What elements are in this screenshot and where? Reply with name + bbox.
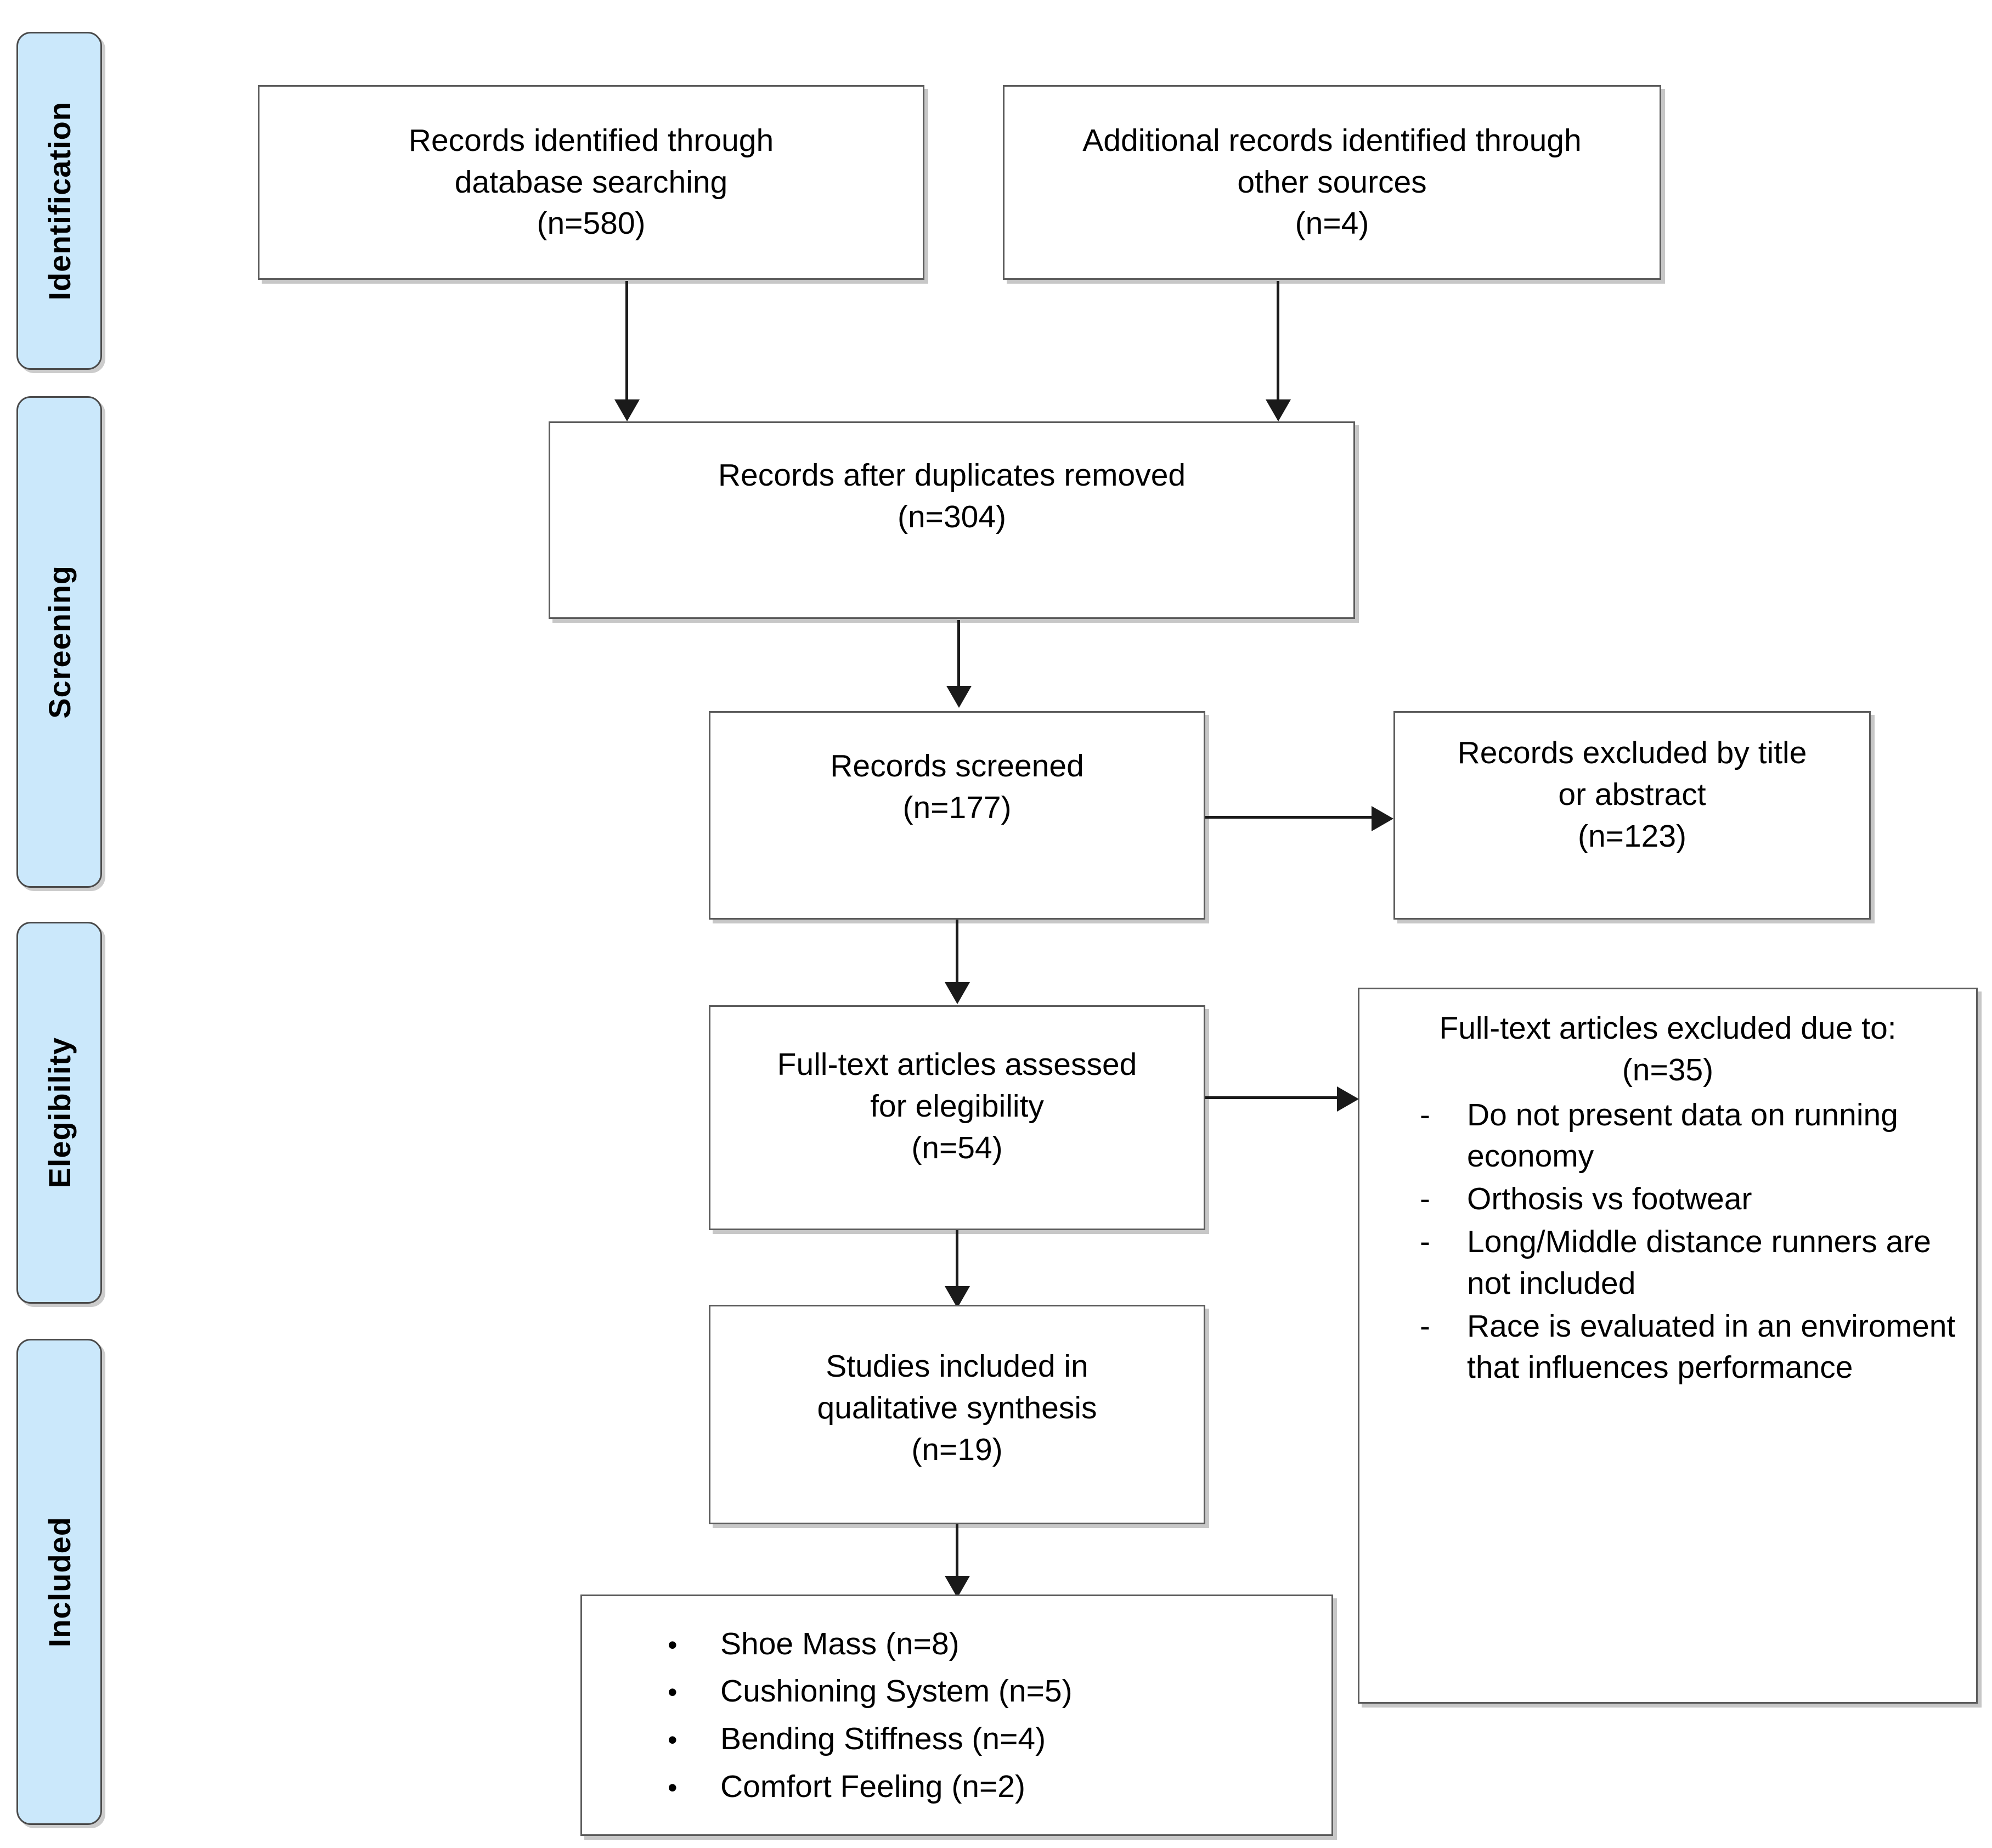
box-line: Studies included in xyxy=(826,1349,1088,1384)
box-line: (n=4) xyxy=(1295,206,1369,241)
stage-pill-included: Included xyxy=(16,1339,102,1825)
box-line: database searching xyxy=(454,164,728,200)
exclusion-reason-item: - Race is evaluated in an enviroment tha… xyxy=(1367,1306,1968,1389)
box-line: (n=580) xyxy=(537,206,646,241)
box-line: Records screened xyxy=(830,748,1084,784)
arrowhead-db-to-duplicates xyxy=(614,399,640,421)
bullet-dot-icon: • xyxy=(668,1772,678,1803)
dash-bullet-icon: - xyxy=(1420,1224,1430,1259)
box-records-screened: Records screened (n=177) xyxy=(709,711,1205,920)
dash-bullet-icon: - xyxy=(1420,1308,1430,1344)
stage-pill-elegibility: Elegibility xyxy=(16,922,102,1304)
box-line: (n=19) xyxy=(911,1432,1003,1467)
box-records-identified-database: Records identified through database sear… xyxy=(258,85,924,280)
connector-duplicates-to-screened xyxy=(957,620,960,689)
box-line: Records after duplicates removed xyxy=(718,458,1186,493)
exclusion-reason-text: Race is evaluated in an enviroment that … xyxy=(1467,1308,1956,1385)
bullet-dot-icon: • xyxy=(668,1629,678,1660)
included-topic-item: • Comfort Feeling (n=2) xyxy=(668,1763,1317,1811)
included-topic-item: • Cushioning System (n=5) xyxy=(668,1667,1317,1715)
box-line: qualitative synthesis xyxy=(817,1390,1097,1426)
box-line: Records identified through xyxy=(408,122,774,158)
stage-label-included: Included xyxy=(42,1516,77,1648)
connector-fulltext-to-synthesis xyxy=(956,1230,958,1289)
exclusion-reason-text: Do not present data on running economy xyxy=(1467,1097,1898,1174)
included-topic-item: • Bending Stiffness (n=4) xyxy=(668,1715,1317,1763)
box-studies-qualitative-synthesis: Studies included in qualitative synthesi… xyxy=(709,1305,1205,1524)
box-line: Records excluded by title xyxy=(1457,735,1807,770)
connector-db-to-duplicates xyxy=(625,281,628,403)
included-topic-text: Bending Stiffness (n=4) xyxy=(720,1721,1046,1756)
connector-screened-to-fulltext xyxy=(956,920,958,985)
stage-label-screening: Screening xyxy=(42,565,77,719)
box-additional-records-other-sources: Additional records identified through ot… xyxy=(1003,85,1661,280)
box-line: Full-text articles assessed xyxy=(777,1047,1137,1082)
included-topic-text: Shoe Mass (n=8) xyxy=(720,1626,960,1661)
arrowhead-fulltext-to-excluded xyxy=(1337,1086,1359,1112)
box-line: or abstract xyxy=(1558,776,1706,812)
box-line: (n=304) xyxy=(897,499,1007,534)
stage-label-elegibility: Elegibility xyxy=(42,1037,77,1188)
connector-fulltext-to-excluded xyxy=(1205,1096,1342,1099)
connector-synthesis-to-topics xyxy=(956,1524,958,1579)
included-topic-text: Cushioning System (n=5) xyxy=(720,1674,1073,1709)
bullet-dot-icon: • xyxy=(668,1677,678,1708)
arrowhead-screened-to-fulltext xyxy=(945,982,970,1004)
included-topic-list: • Shoe Mass (n=8) • Cushioning System (n… xyxy=(596,1620,1317,1811)
exclusion-reason-item: - Do not present data on running economy xyxy=(1367,1095,1968,1178)
stage-pill-identification: Identification xyxy=(16,32,102,370)
box-line: (n=177) xyxy=(902,790,1012,825)
stage-label-identification: Identification xyxy=(42,101,77,301)
exclusion-reason-text: Long/Middle distance runners are not inc… xyxy=(1467,1224,1932,1301)
dash-bullet-icon: - xyxy=(1420,1097,1430,1133)
arrowhead-screened-to-excluded xyxy=(1372,806,1393,831)
arrowhead-synthesis-to-topics xyxy=(945,1576,970,1598)
arrowhead-duplicates-to-screened xyxy=(946,686,972,708)
box-records-after-duplicates-removed: Records after duplicates removed (n=304) xyxy=(549,421,1355,619)
exclusion-reason-list: - Do not present data on running economy… xyxy=(1367,1095,1968,1390)
exclusion-reason-text: Orthosis vs footwear xyxy=(1467,1181,1752,1217)
box-line: (n=35) xyxy=(1622,1052,1714,1088)
exclusion-reason-item: - Orthosis vs footwear xyxy=(1367,1179,1968,1220)
exclusion-reason-item: - Long/Middle distance runners are not i… xyxy=(1367,1221,1968,1305)
included-topic-text: Comfort Feeling (n=2) xyxy=(720,1768,1025,1804)
box-fulltext-assessed-elegibility: Full-text articles assessed for elegibil… xyxy=(709,1005,1205,1230)
arrowhead-fulltext-to-synthesis xyxy=(945,1286,970,1308)
box-line: Full-text articles excluded due to: xyxy=(1439,1011,1897,1046)
arrowhead-other-to-duplicates xyxy=(1266,399,1291,421)
dash-bullet-icon: - xyxy=(1420,1181,1430,1217)
box-included-topics: • Shoe Mass (n=8) • Cushioning System (n… xyxy=(580,1595,1333,1836)
connector-other-to-duplicates xyxy=(1277,281,1279,403)
box-line: Additional records identified through xyxy=(1082,122,1582,158)
included-topic-item: • Shoe Mass (n=8) xyxy=(668,1620,1317,1668)
box-line: (n=54) xyxy=(911,1130,1003,1165)
box-line: other sources xyxy=(1237,164,1427,200)
box-fulltext-excluded-reasons: Full-text articles excluded due to: (n=3… xyxy=(1358,988,1978,1704)
stage-pill-screening: Screening xyxy=(16,396,102,888)
connector-screened-to-excluded xyxy=(1205,816,1375,819)
bullet-dot-icon: • xyxy=(668,1725,678,1755)
box-records-excluded-title-abstract: Records excluded by title or abstract (n… xyxy=(1393,711,1871,920)
box-line: (n=123) xyxy=(1577,818,1687,854)
box-line: for elegibility xyxy=(870,1088,1044,1124)
